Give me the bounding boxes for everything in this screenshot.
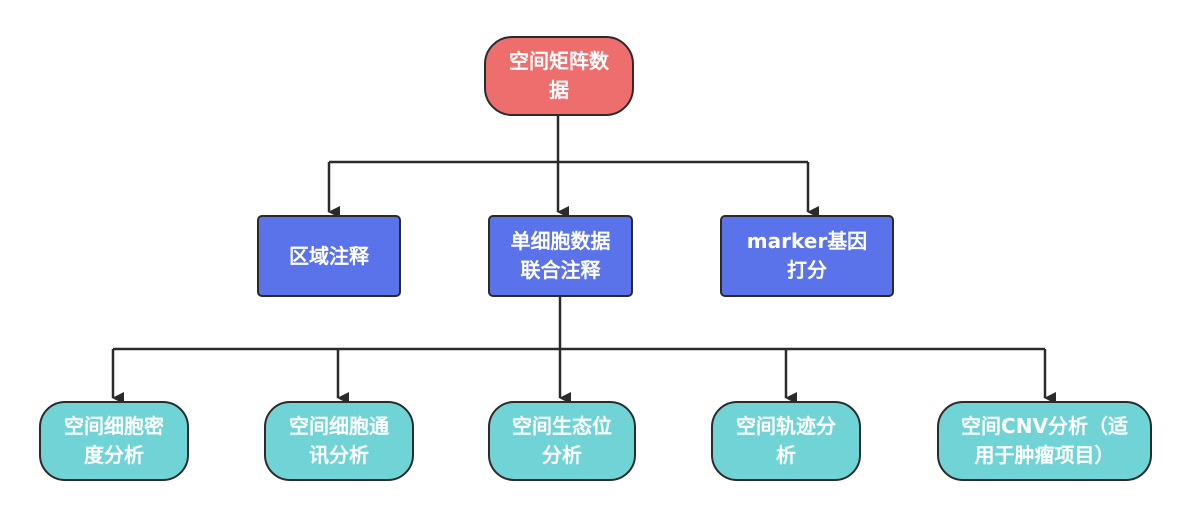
node-spatial-cell-density-label: 空间细胞密 度分析 [64,414,164,467]
node-region-annotation: 区域注释 [257,215,401,297]
node-spatial-cell-communication: 空间细胞通 讯分析 [264,401,414,481]
node-singlecell-joint-annotation-label: 单细胞数据 联合注释 [510,229,611,282]
node-spatial-trajectory: 空间轨迹分 析 [711,401,861,481]
node-region-annotation-label: 区域注释 [289,243,369,268]
node-spatial-cell-density: 空间细胞密 度分析 [39,401,189,481]
root-node-spatial-matrix: 空间矩阵数 据 [484,36,634,116]
node-spatial-cnv-label: 空间CNV分析（适 用于肿瘤项目） [961,414,1128,467]
node-spatial-niche-label: 空间生态位 分析 [512,414,612,467]
node-spatial-cnv: 空间CNV分析（适 用于肿瘤项目） [937,401,1152,481]
root-node-label: 空间矩阵数 据 [509,49,609,102]
node-marker-gene-scoring: marker基因 打分 [720,215,894,297]
node-spatial-cell-communication-label: 空间细胞通 讯分析 [289,414,389,467]
node-spatial-trajectory-label: 空间轨迹分 析 [736,414,836,467]
node-spatial-niche: 空间生态位 分析 [488,401,636,481]
node-singlecell-joint-annotation: 单细胞数据 联合注释 [488,215,633,297]
node-marker-gene-scoring-label: marker基因 打分 [746,229,868,282]
